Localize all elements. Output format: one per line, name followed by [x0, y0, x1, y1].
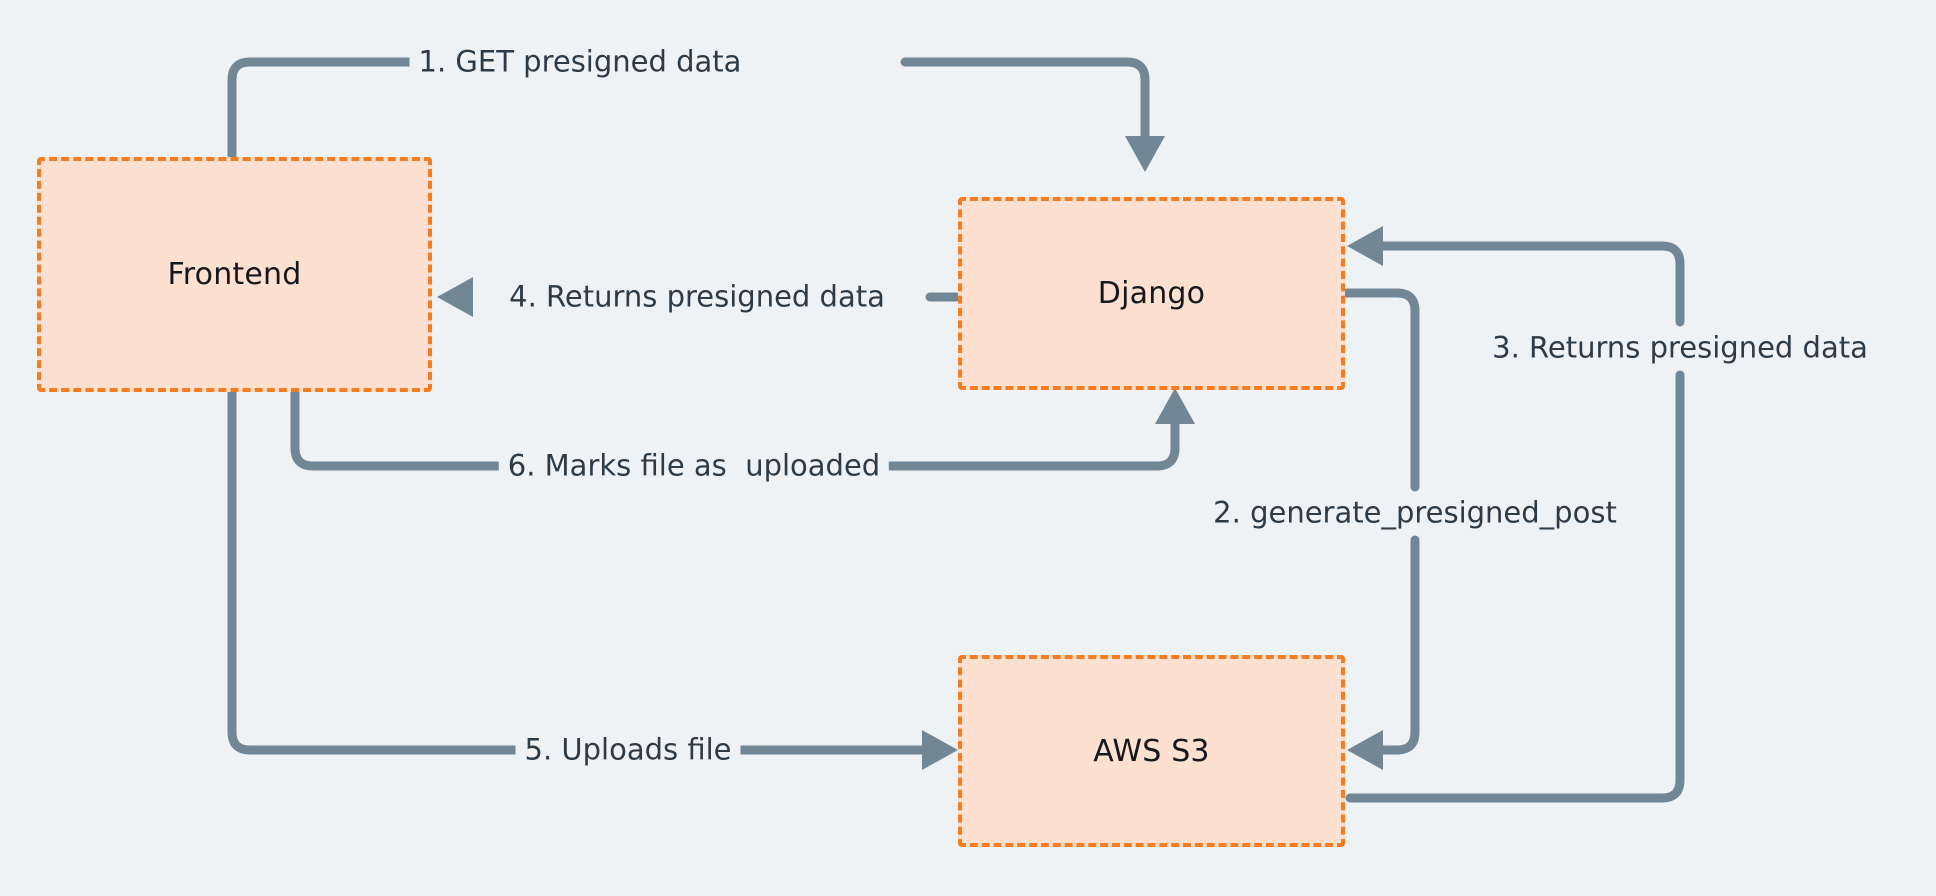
node-frontend-label: Frontend [167, 257, 302, 292]
edge-2-arrowhead [1347, 730, 1383, 770]
edge-1-line-left [227, 57, 437, 162]
edge-1-arrowhead [1125, 136, 1165, 172]
edge-1-line-right [900, 57, 1150, 145]
edge-label-6: 6. Marks file as uploaded [498, 448, 890, 483]
edge-1-get-presigned-data [227, 57, 1165, 172]
edge-6-line-left [290, 387, 505, 471]
edge-6-line-right [885, 415, 1180, 471]
edge-2-line-lower [1372, 535, 1420, 755]
edge-label-1: 1. GET presigned data [409, 44, 751, 79]
edge-3-line-lower [1345, 370, 1685, 803]
edge-3-arrowhead [1347, 226, 1383, 266]
edge-3-line-upper [1372, 241, 1685, 327]
edge-5-line-left [227, 387, 525, 755]
edge-5-uploads-file [227, 387, 958, 770]
edge-4-arrowhead [437, 277, 473, 317]
edge-label-2: 2. generate_presigned_post [1204, 495, 1626, 530]
edge-4-returns-presigned-data [437, 277, 961, 317]
node-aws-s3-label: AWS S3 [1093, 733, 1210, 769]
edge-6-marks-file-as-uploaded [290, 387, 1195, 471]
edge-label-3: 3. Returns presigned data [1483, 330, 1877, 365]
edge-5-arrowhead [922, 730, 958, 770]
node-frontend[interactable]: Frontend [37, 157, 432, 392]
node-django[interactable]: Django [958, 197, 1345, 390]
edge-label-5: 5. Uploads file [515, 732, 741, 767]
node-aws-s3[interactable]: AWS S3 [958, 655, 1345, 847]
edge-label-4: 4. Returns presigned data [500, 279, 894, 314]
node-django-label: Django [1097, 276, 1206, 311]
edge-3-returns-presigned-data [1345, 226, 1685, 803]
edge-2-line-upper [1340, 288, 1420, 492]
edge-6-arrowhead [1155, 388, 1195, 424]
edge-2-generate-presigned-post [1340, 288, 1420, 770]
